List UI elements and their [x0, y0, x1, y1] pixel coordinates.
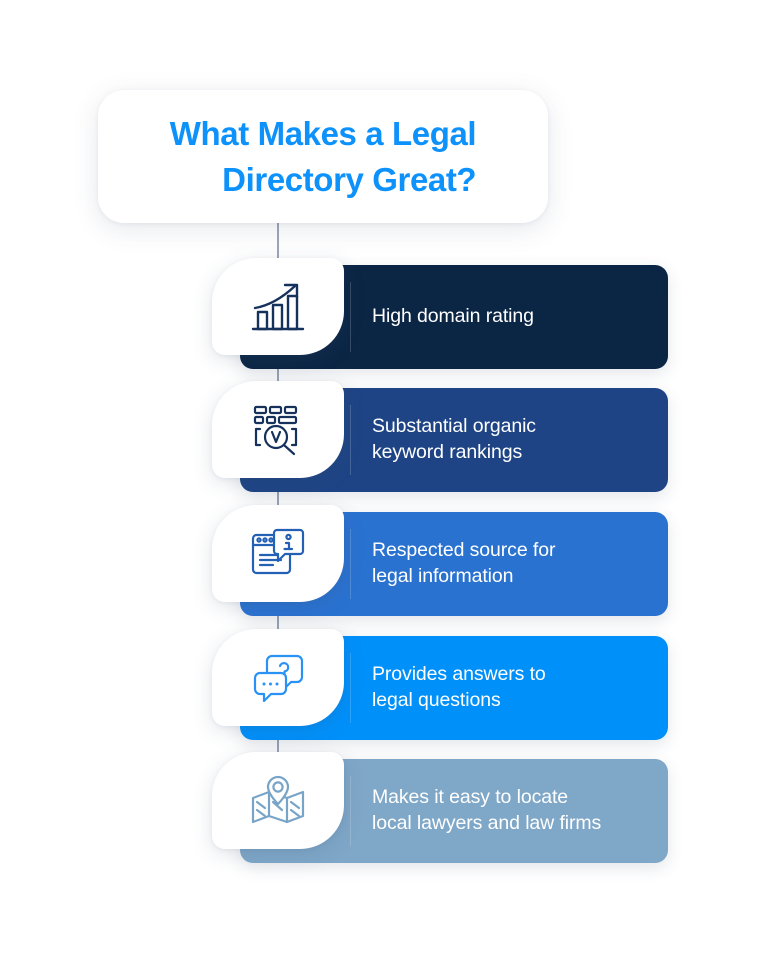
list-item[interactable]: Respected source for legal information — [0, 505, 768, 616]
item-label-line-2: legal questions — [372, 689, 501, 711]
page-title-line-1: What Makes a Legal — [169, 115, 477, 153]
bar-divider — [350, 653, 351, 723]
list-item[interactable]: Substantial organic keyword rankings — [0, 381, 768, 492]
question-chat-bubbles-icon — [247, 649, 309, 707]
bar-divider — [350, 776, 351, 846]
title-card: What Makes a Legal Directory Great? — [98, 90, 548, 223]
item-label-line-1: Respected source for — [372, 539, 556, 562]
growth-bar-chart-icon — [247, 278, 309, 336]
item-label-line-1: High domain rating — [372, 305, 534, 328]
page-title: What Makes a Legal Directory Great? — [144, 111, 502, 201]
list-item[interactable]: High domain rating — [0, 258, 768, 369]
page-title-line-2: Directory Great? — [222, 160, 477, 198]
bar-divider — [350, 282, 351, 352]
bar-divider — [350, 405, 351, 475]
item-label: Substantial organic keyword rankings — [372, 414, 550, 465]
keyword-search-magnifier-icon — [247, 401, 309, 459]
icon-card — [212, 258, 344, 355]
bar-divider — [350, 529, 351, 599]
item-label: Provides answers to legal questions — [372, 662, 560, 713]
icon-card — [212, 629, 344, 726]
item-label: High domain rating — [372, 304, 548, 330]
icon-card — [212, 752, 344, 849]
item-label-line-1: Makes it easy to locate — [372, 786, 569, 809]
list-item[interactable]: Makes it easy to locate local lawyers an… — [0, 752, 768, 863]
browser-info-window-icon — [247, 525, 309, 583]
icon-card — [212, 381, 344, 478]
icon-card — [212, 505, 344, 602]
item-label-line-2: keyword rankings — [372, 441, 523, 463]
item-label-line-1: Substantial organic — [372, 415, 536, 438]
item-label: Makes it easy to locate local lawyers an… — [372, 785, 615, 836]
item-label-line-2: legal information — [372, 565, 514, 587]
map-location-pin-icon — [247, 772, 309, 830]
item-label-line-1: Provides answers to — [372, 663, 546, 686]
item-label: Respected source for legal information — [372, 538, 569, 589]
list-item[interactable]: Provides answers to legal questions — [0, 629, 768, 740]
item-label-line-2: local lawyers and law firms — [372, 812, 602, 834]
